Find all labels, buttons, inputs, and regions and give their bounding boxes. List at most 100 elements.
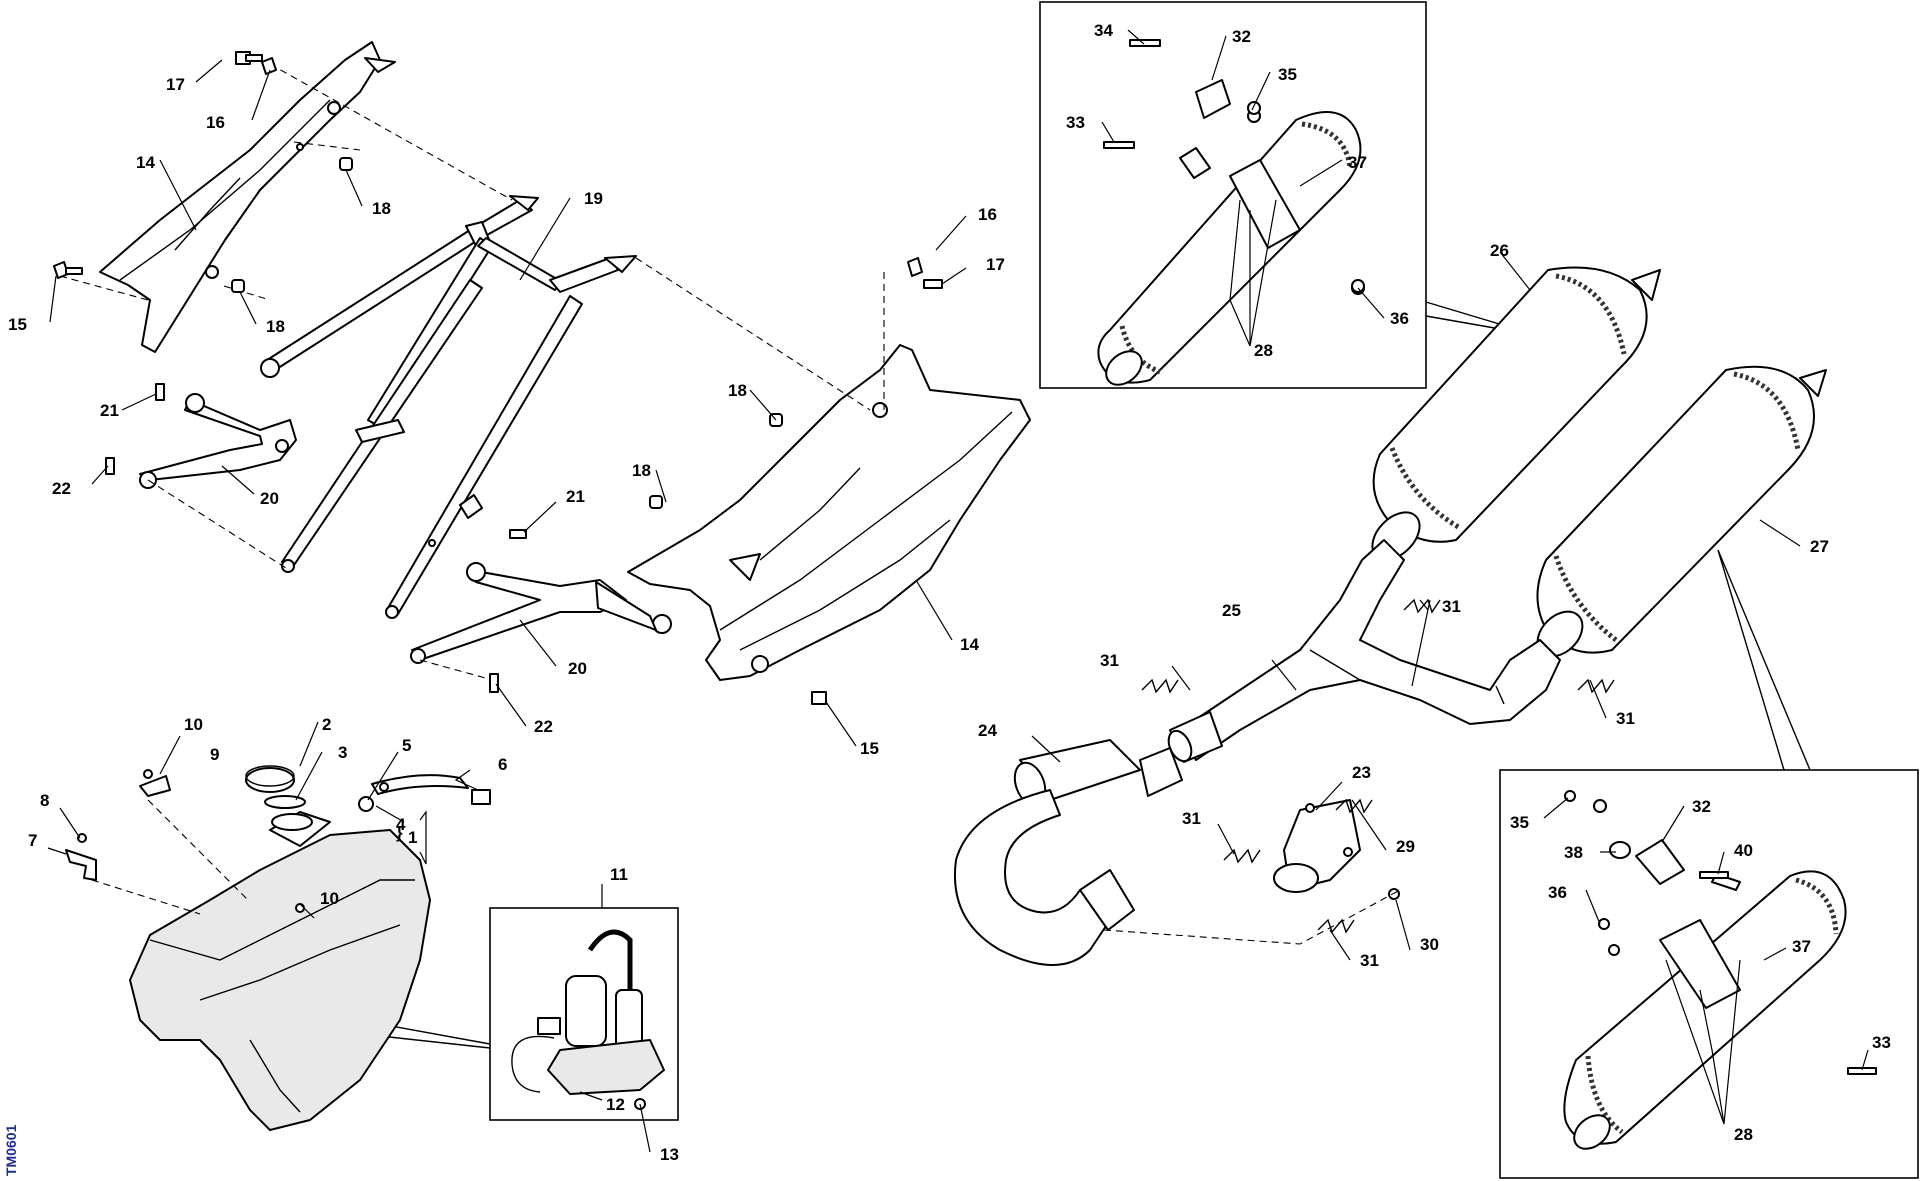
rear-subframe (260, 195, 637, 619)
exhaust-header-pipe (954, 739, 1183, 966)
hose-end (471, 789, 491, 805)
callout-15b: 15 (860, 739, 879, 758)
drawing-code: TM0601 (3, 1124, 19, 1176)
callout-15a: 15 (8, 315, 27, 334)
detail-link-line (1425, 315, 1507, 331)
callout-35b: 35 (1510, 813, 1529, 832)
callout-32b: 32 (1692, 797, 1711, 816)
callout-26: 26 (1490, 241, 1509, 260)
callout-27: 27 (1810, 537, 1829, 556)
spring-31a (1403, 598, 1441, 614)
callout-33b: 33 (1872, 1033, 1891, 1052)
callout-10b: 10 (320, 889, 339, 908)
callout-8: 8 (40, 791, 49, 810)
align-line (223, 285, 271, 301)
callout-18a: 18 (372, 199, 391, 218)
callout-4: 4 (396, 815, 406, 834)
callout-38: 38 (1564, 843, 1583, 862)
tank-bracket-9 (139, 775, 171, 797)
side-panel-left (99, 41, 396, 353)
callout-16a: 16 (206, 113, 225, 132)
spring-31e (1317, 918, 1355, 934)
callout-40: 40 (1734, 841, 1753, 860)
spring-31d (1223, 848, 1261, 864)
callout-22a: 22 (52, 479, 71, 498)
muffler-lower (1536, 365, 1827, 658)
callout-28b: 28 (1734, 1125, 1753, 1144)
callout-20a: 20 (260, 489, 279, 508)
callout-1: 1 (408, 828, 417, 847)
callout-9: 9 (210, 745, 219, 764)
callout-21a: 21 (100, 401, 119, 420)
callout-32a: 32 (1232, 27, 1251, 46)
callout-29: 29 (1396, 837, 1415, 856)
breather-hose (371, 774, 469, 795)
callout-31c: 31 (1616, 709, 1635, 728)
callout-31b: 31 (1100, 651, 1119, 670)
detail-link-line (1717, 549, 1785, 771)
spring-31b (1141, 678, 1179, 694)
callout-18d: 18 (632, 461, 651, 480)
callout-22b: 22 (534, 717, 553, 736)
callout-10: 10 (184, 715, 203, 734)
callout-17b: 17 (986, 255, 1005, 274)
align-line (147, 799, 249, 901)
align-line (59, 275, 149, 301)
detail-link-line (1717, 549, 1811, 771)
muffler-detail-bottom (1563, 799, 1847, 1150)
callout-5: 5 (402, 736, 411, 755)
callout-25: 25 (1222, 601, 1241, 620)
callout-34: 34 (1094, 21, 1113, 40)
callout-31a: 31 (1442, 597, 1461, 616)
align-line (147, 479, 287, 569)
cap-gasket (264, 795, 306, 809)
callout-11: 11 (610, 865, 628, 884)
align-line (419, 659, 501, 683)
callout-16b: 16 (978, 205, 997, 224)
callout-3: 3 (338, 743, 347, 762)
filler-cap (245, 767, 295, 793)
exhaust-flange (1273, 799, 1361, 893)
spring-31c (1577, 678, 1615, 694)
callout-36b: 36 (1548, 883, 1567, 902)
detail-link-line (379, 1035, 491, 1049)
screw-10b (295, 903, 305, 913)
callout-33a: 33 (1066, 113, 1085, 132)
callout-14a: 14 (136, 153, 155, 172)
callout-12: 12 (606, 1095, 625, 1114)
callout-31e: 31 (1360, 951, 1379, 970)
callout-28a: 28 (1254, 341, 1273, 360)
callout-brace: } (396, 823, 403, 842)
align-line (1103, 889, 1401, 945)
fuel-tank (129, 811, 431, 1131)
callout-21b: 21 (566, 487, 585, 506)
callout-2: 2 (322, 715, 331, 734)
callout-31d: 31 (1182, 809, 1201, 828)
callout-7: 7 (28, 831, 37, 850)
callout-13: 13 (660, 1145, 679, 1164)
callout-23: 23 (1352, 763, 1371, 782)
callout-37a: 37 (1348, 153, 1367, 172)
callout-18b: 18 (266, 317, 285, 336)
callout-20b: 20 (568, 659, 587, 678)
callout-35a: 35 (1278, 65, 1297, 84)
callout-6: 6 (498, 755, 507, 774)
exhaust-y-pipe (1179, 539, 1561, 761)
fuel-pump-assembly (511, 929, 665, 1110)
footrest-bracket-right (410, 562, 672, 664)
align-line (635, 257, 871, 411)
screw-10 (143, 769, 153, 779)
hose-clip (379, 782, 389, 792)
muffler-detail-top (1097, 79, 1365, 386)
callout-30: 30 (1420, 935, 1439, 954)
callout-37b: 37 (1792, 937, 1811, 956)
tank-nut (358, 796, 374, 812)
tank-bracket-7 (65, 849, 97, 881)
align-line (269, 63, 513, 201)
callout-24: 24 (978, 721, 997, 740)
callout-leaders (47, 29, 1869, 1153)
callout-19: 19 (584, 189, 603, 208)
align-line (91, 879, 201, 915)
footrest-bracket-left (139, 393, 297, 489)
